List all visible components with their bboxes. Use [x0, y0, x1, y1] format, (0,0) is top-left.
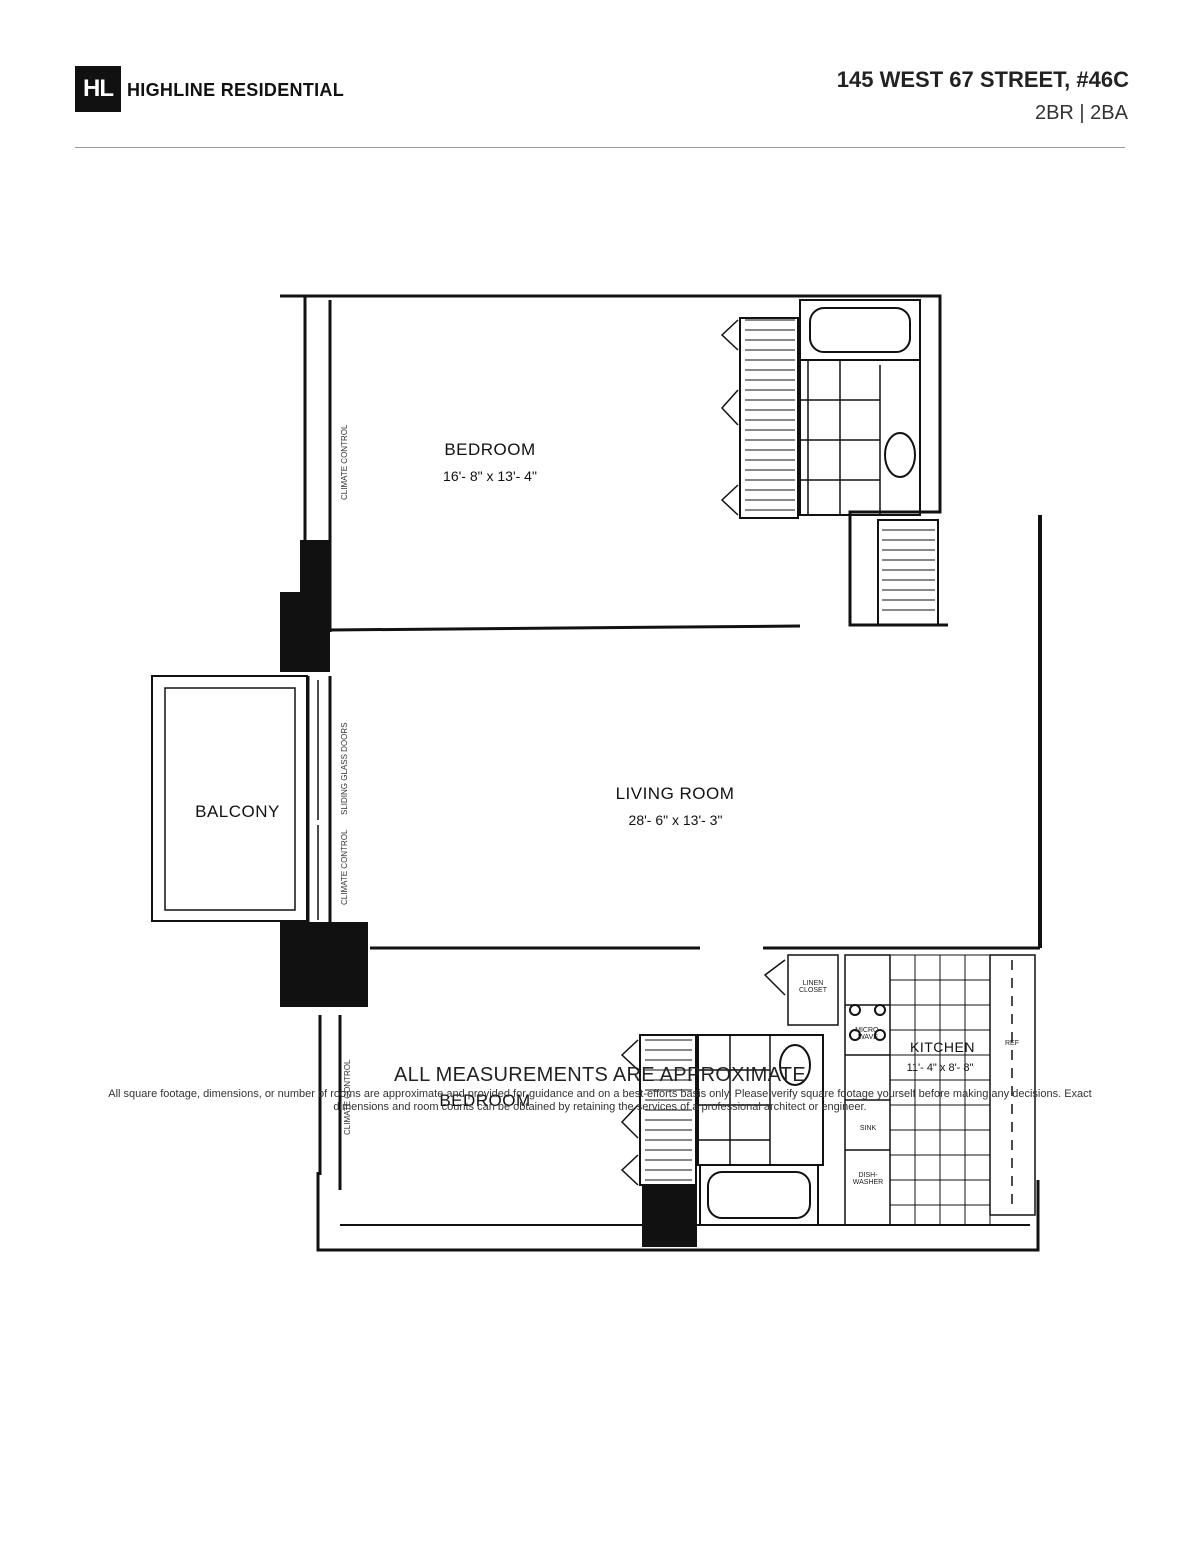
logo-mark: HL [75, 66, 121, 112]
bedroom-bottom-label: BEDROOM [439, 1091, 531, 1110]
brand-name: HIGHLINE RESIDENTIAL [127, 80, 345, 100]
unit-summary: 2BR | 2BA [1034, 102, 1128, 124]
living-room-dimensions: 28'- 6" x 13'- 3" [628, 812, 723, 828]
sliding-doors-label: SLIDING GLASS DOORS [340, 722, 349, 815]
living-room-label: LIVING ROOM [615, 784, 735, 803]
microwave-label: MICRO-WAVE [855, 1027, 881, 1041]
header: HL HIGHLINE RESIDENTIAL 145 WEST 67 STRE… [0, 0, 1200, 150]
balcony-label: BALCONY [195, 802, 280, 821]
property-address: 145 WEST 67 STREET, #46C [836, 67, 1129, 92]
climate-control-label-mid: CLIMATE CONTROL [340, 829, 349, 905]
linen-closet-label: LINEN CLOSET [798, 980, 827, 994]
kitchen-dimensions: 11'- 4" x 8'- 8" [906, 1062, 974, 1074]
sink-label: SINK [859, 1125, 877, 1132]
climate-control-label-top: CLIMATE CONTROL [340, 424, 349, 500]
bedroom-top-label: BEDROOM [444, 440, 536, 459]
bedroom-top-dimensions: 16'- 8" x 13'- 4" [443, 468, 537, 484]
measurement-note: ALL MEASUREMENTS ARE APPROXIMATE [394, 1064, 806, 1086]
disclaimer-text: All square footage, dimensions, or numbe… [108, 1088, 1092, 1113]
refrigerator-label: REF [1005, 1040, 1019, 1047]
kitchen-label: KITCHEN [910, 1039, 975, 1055]
dishwasher-label: DISH-WASHER [852, 1172, 884, 1186]
header-divider [75, 147, 1125, 148]
